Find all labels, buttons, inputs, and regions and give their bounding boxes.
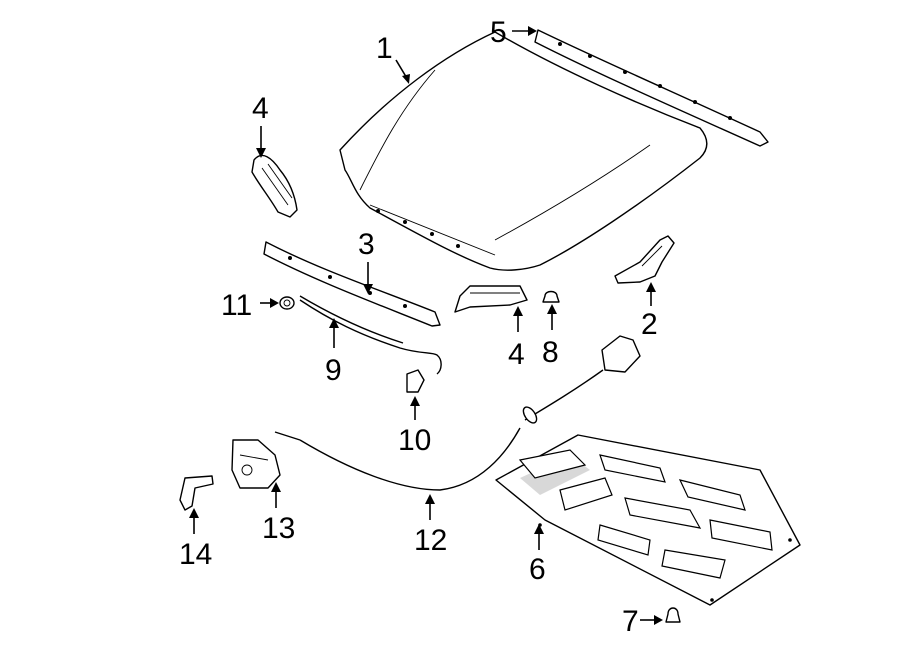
hood-front-seal: [263, 241, 441, 327]
hood-hinge-right: [454, 285, 528, 313]
callout-4-right: 4: [508, 306, 525, 371]
callout-12: 12: [414, 494, 447, 557]
callout-number: 8: [542, 336, 559, 369]
callout-7: 7: [622, 605, 663, 638]
callout-6: 6: [529, 524, 546, 586]
callout-5: 5: [490, 16, 537, 49]
callout-number: 3: [358, 228, 375, 261]
prop-rod-grommet: [406, 369, 425, 393]
callout-number: 7: [622, 605, 639, 638]
callout-11: 11: [221, 289, 279, 322]
callout-number: 12: [414, 524, 447, 557]
callout-number: 13: [262, 512, 295, 545]
hood-release-cable: [274, 335, 641, 491]
hood-hinge-left: [251, 154, 298, 218]
hood-bumper: [542, 290, 560, 303]
callout-2: 2: [641, 282, 658, 341]
callout-1: 1: [376, 32, 410, 84]
callout-number: 2: [641, 308, 658, 341]
callout-number: 4: [508, 338, 525, 371]
callout-number: 6: [529, 553, 546, 586]
hood-insulator-pad: [495, 434, 801, 606]
callout-number: 10: [398, 424, 431, 457]
callout-10: 10: [398, 396, 431, 457]
callout-3: 3: [358, 228, 375, 294]
hood-seal-strip: [534, 29, 769, 147]
push-pin-retainer: [665, 607, 681, 623]
callout-9: 9: [325, 318, 342, 387]
hood-bracket: [614, 235, 675, 284]
prop-rod-clip: [279, 296, 295, 310]
callout-14: 14: [179, 508, 212, 571]
callout-number: 11: [221, 289, 252, 322]
callout-number: 5: [490, 16, 507, 49]
callout-number: 14: [179, 538, 212, 571]
callout-number: 4: [252, 92, 269, 125]
callout-13: 13: [262, 482, 295, 545]
hood-latch: [231, 439, 281, 489]
hood-prop-rod: [299, 295, 442, 375]
callout-8: 8: [542, 304, 559, 369]
latch-support-bracket: [179, 475, 214, 511]
callout-4-left: 4: [252, 92, 269, 158]
callout-number: 1: [376, 32, 393, 65]
callout-number: 9: [325, 354, 342, 387]
hood-panel: [339, 31, 708, 271]
